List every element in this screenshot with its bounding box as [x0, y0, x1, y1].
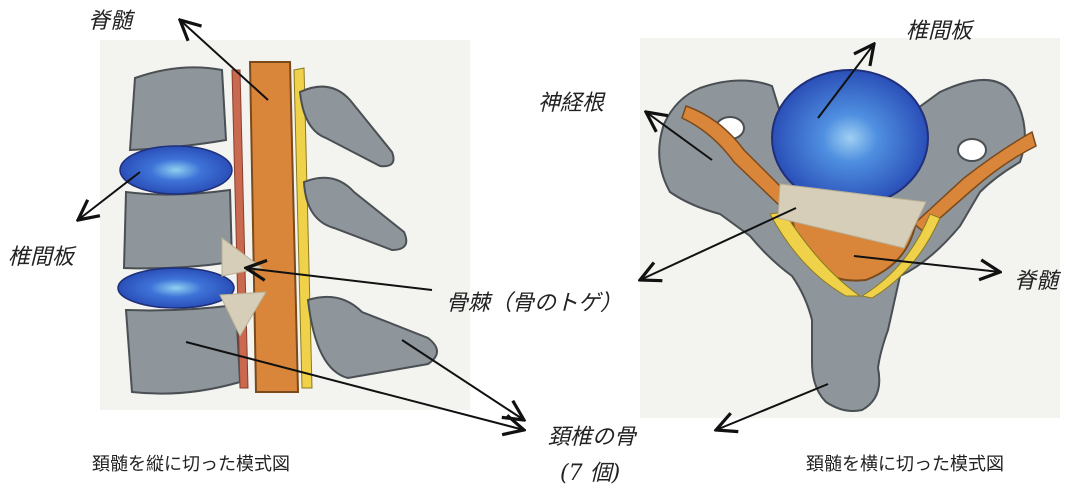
label-spinal-cord-right: 脊髄 [1014, 269, 1062, 294]
label-spinal-cord-left: 脊髄 [88, 9, 136, 34]
disc-upper [120, 146, 232, 194]
vertebral-body-2 [124, 190, 232, 268]
vertebral-body-1 [130, 67, 226, 150]
sagittal-section [100, 40, 470, 410]
vertebral-body-3 [126, 305, 240, 394]
label-nerve-root: 神経根 [538, 91, 606, 116]
label-cervical-bone-count: (7 個) [560, 461, 620, 486]
label-cervical-bone: 頚椎の骨 [548, 425, 638, 450]
label-disc-right: 椎間板 [906, 19, 975, 44]
disc-lower [118, 268, 234, 308]
spinal-cord-sagittal [250, 62, 298, 392]
caption-right: 頚髄を横に切った模式図 [806, 454, 1004, 475]
axial-section [640, 38, 1060, 418]
caption-left: 頚髄を縦に切った模式図 [92, 454, 290, 475]
label-osteophyte: 骨棘（骨のトゲ） [446, 291, 622, 316]
label-disc-left: 椎間板 [8, 245, 77, 270]
foramen-right [958, 139, 986, 161]
